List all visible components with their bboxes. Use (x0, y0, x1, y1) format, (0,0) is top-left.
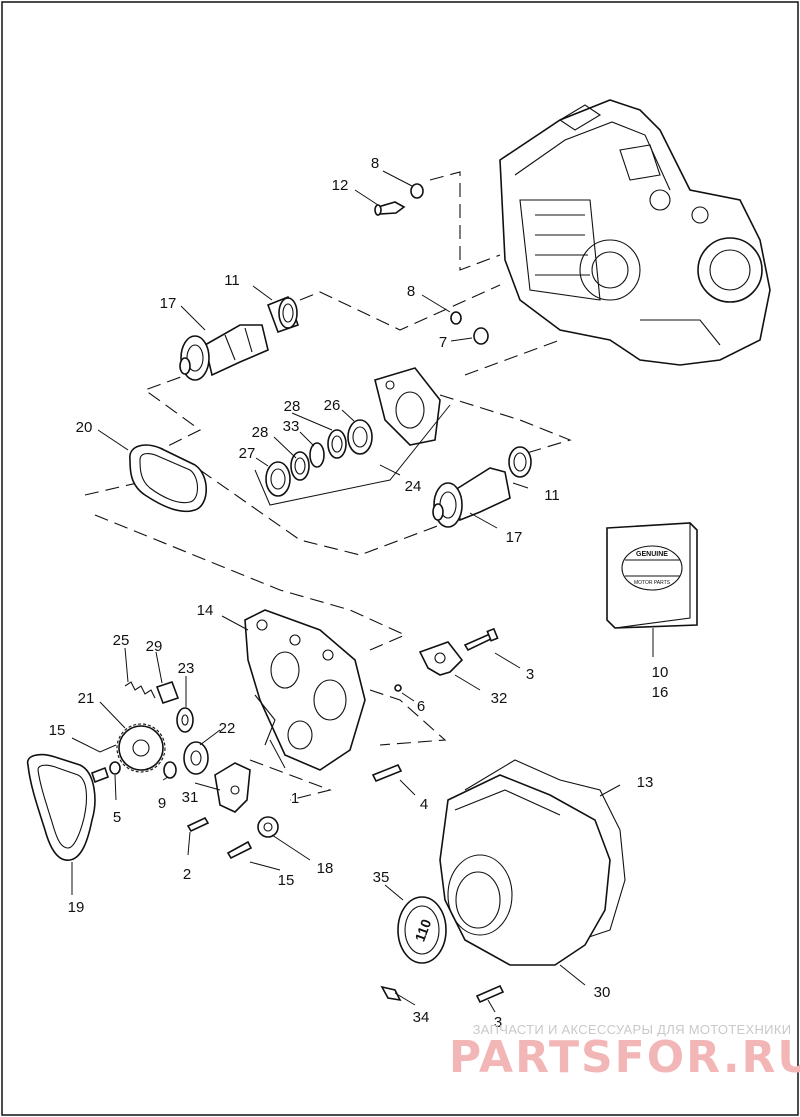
callout-24: 24 (405, 478, 422, 495)
bearing-11-bottom (508, 446, 532, 478)
callout-8-top: 8 (371, 155, 379, 172)
callout-32: 32 (491, 690, 508, 707)
plunger-29 (155, 680, 180, 705)
cam-plate-14 (244, 609, 366, 771)
dowel-6 (394, 684, 402, 692)
callout-23: 23 (178, 660, 195, 677)
callout-labels: 8 12 11 17 8 7 28 26 28 33 20 27 24 11 1… (49, 155, 669, 1031)
placement-lines (84, 171, 572, 801)
spacer-28-a (327, 429, 347, 459)
group-24-bracket (254, 404, 451, 506)
callout-17-bottom: 17 (506, 529, 523, 546)
washer-5 (109, 761, 121, 775)
oring-8-top (410, 183, 424, 199)
camshaft-17-top (179, 324, 269, 381)
bolt-3-bottom (475, 984, 505, 1004)
kit-box: GENUINE MOTOR PARTS (606, 522, 698, 629)
callout-35: 35 (373, 869, 390, 886)
callout-8-mid: 8 (407, 283, 415, 300)
tensioner-31 (214, 762, 251, 813)
callout-3-bottom: 3 (494, 1014, 502, 1031)
callout-22: 22 (219, 720, 236, 737)
chain-19 (26, 753, 96, 861)
callout-16: 16 (652, 684, 669, 701)
bearing-27 (265, 461, 291, 497)
bearing-26 (347, 419, 373, 455)
camshaft-17-bottom (432, 467, 511, 528)
callout-3-top: 3 (526, 666, 534, 683)
sprocket-18 (257, 816, 279, 838)
cam-support-26 (374, 367, 441, 446)
ring-33 (309, 442, 325, 468)
callout-13: 13 (637, 774, 654, 791)
watermark-tagline: ЗАПЧАСТИ И АКСЕССУАРЫ ДЛЯ МОТОТЕХНИКИ (473, 1022, 792, 1037)
callout-17-top: 17 (160, 295, 177, 312)
callout-21: 21 (78, 690, 95, 707)
bolt-34 (380, 985, 402, 1002)
callout-28-b: 28 (252, 424, 269, 441)
clip-9 (163, 761, 177, 779)
callout-28-a: 28 (284, 398, 301, 415)
callout-29: 29 (146, 638, 163, 655)
callout-25: 25 (113, 632, 130, 649)
oring-8-mid (450, 311, 462, 325)
callout-14: 14 (197, 602, 214, 619)
bolt-15-top (90, 766, 110, 784)
callout-27: 27 (239, 445, 256, 462)
sprocket-21 (116, 723, 166, 773)
callout-7: 7 (439, 334, 447, 351)
callout-26: 26 (324, 397, 341, 414)
oring-7 (473, 327, 489, 345)
cover-emblem-35: 110 (397, 896, 447, 964)
cover-30 (439, 774, 611, 966)
spacer-28-b (290, 451, 310, 481)
leader-lines (71, 170, 654, 1013)
callout-11-bottom: 11 (544, 487, 560, 504)
callout-12: 12 (332, 177, 349, 194)
callout-19: 19 (68, 899, 85, 916)
bolt-3-top (463, 627, 499, 652)
callout-34: 34 (413, 1009, 430, 1026)
callout-1: 1 (291, 790, 299, 807)
callout-33: 33 (283, 418, 300, 435)
washer-23 (176, 707, 194, 733)
crankcase-illustration (499, 99, 771, 366)
callout-4: 4 (420, 796, 428, 813)
callout-5: 5 (113, 809, 121, 826)
watermark-brand: PARTSFOR.RU (449, 1032, 800, 1083)
bolt-4 (371, 763, 403, 783)
callout-10: 10 (652, 664, 669, 681)
callout-2: 2 (183, 866, 191, 883)
callout-15-top: 15 (49, 722, 66, 739)
bolt-15-bottom (226, 840, 253, 860)
callout-31: 31 (182, 789, 199, 806)
callout-30: 30 (594, 984, 611, 1001)
bearing-11-top (266, 295, 300, 334)
spring-25 (124, 681, 156, 699)
chain-20 (129, 444, 208, 513)
callout-18: 18 (317, 860, 334, 877)
bolt-2 (186, 816, 210, 833)
callout-9: 9 (158, 795, 166, 812)
tensioner-32 (418, 641, 464, 676)
plug-12 (374, 201, 406, 216)
callout-6: 6 (417, 698, 425, 715)
watermark: ЗАПЧАСТИ И АКСЕССУАРЫ ДЛЯ МОТОТЕХНИКИ PA… (449, 1022, 800, 1083)
kit-badge-bottom: MOTOR PARTS (634, 580, 671, 586)
kit-badge-top: GENUINE (636, 551, 668, 558)
callout-20: 20 (76, 419, 93, 436)
washer-22 (183, 741, 209, 775)
callout-11-top: 11 (224, 272, 240, 289)
cover-emblem-text: 110 (412, 917, 435, 944)
callout-15-bottom: 15 (278, 872, 295, 889)
